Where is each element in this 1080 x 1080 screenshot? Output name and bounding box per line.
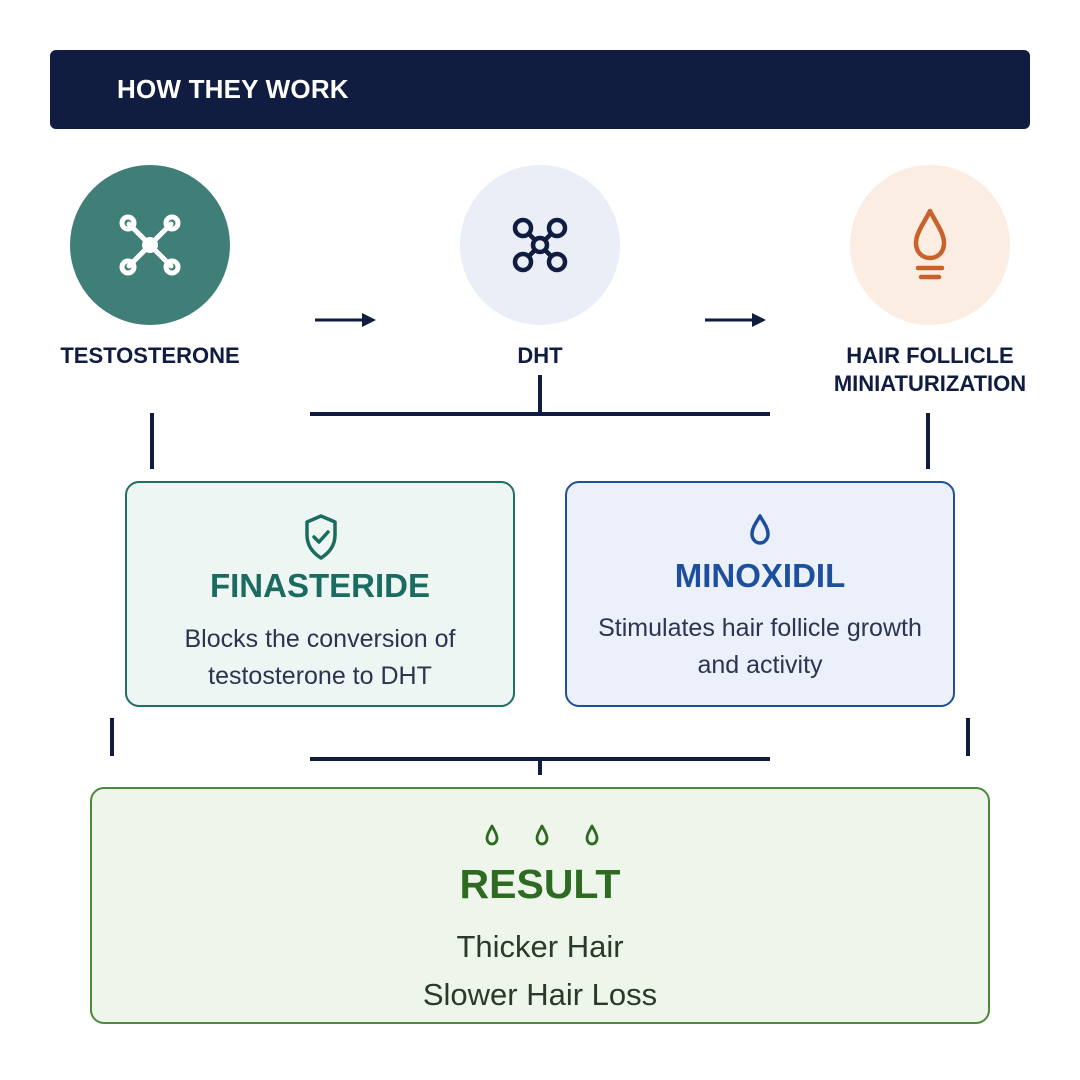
finasteride-card: FINASTERIDE Blocks the conversion of tes… <box>125 481 515 707</box>
connector-line <box>966 718 970 756</box>
three-drops-icon <box>485 824 599 846</box>
description-line: Stimulates hair follicle growth <box>598 614 922 642</box>
connector-line <box>110 718 114 756</box>
arrow-right-icon <box>705 313 766 327</box>
follicle-node <box>850 165 1010 325</box>
connector-line <box>538 375 542 415</box>
molecule-icon <box>119 214 181 276</box>
connector-line <box>926 413 930 469</box>
result-card: RESULT Thicker Hair Slower Hair Loss <box>90 787 990 1024</box>
connector-line <box>310 412 770 416</box>
follicle-drop-icon <box>913 208 947 280</box>
testosterone-label: TESTOSTERONE <box>60 343 240 368</box>
drop-icon <box>750 514 770 545</box>
description-line: Blocks the conversion of <box>184 625 456 653</box>
follicle-label-line: HAIR FOLLICLE <box>846 343 1014 368</box>
follicle-label-line: MINIATURIZATION <box>833 371 1027 396</box>
shield-check-icon <box>305 514 337 560</box>
molecule-cluster-icon <box>512 217 568 273</box>
connector-line <box>150 413 154 469</box>
finasteride-title: FINASTERIDE <box>209 567 430 604</box>
description-line: and activity <box>697 651 823 679</box>
connector-line <box>538 759 542 775</box>
finasteride-description: Blocks the conversion of testosterone to… <box>137 621 503 695</box>
page-title: HOW THEY WORK <box>117 74 349 104</box>
follicle-label: HAIR FOLLICLE MINIATURIZATION <box>800 342 1060 398</box>
arrow-right-icon <box>315 313 376 327</box>
description-line: testosterone to DHT <box>208 662 432 690</box>
dht-label: DHT <box>517 343 563 368</box>
header-bar: HOW THEY WORK <box>50 50 1030 129</box>
minoxidil-title: MINOXIDIL <box>674 557 846 594</box>
minoxidil-description: Stimulates hair follicle growth and acti… <box>577 610 943 684</box>
minoxidil-card: MINOXIDIL Stimulates hair follicle growt… <box>565 481 955 707</box>
result-line: Slower Hair Loss <box>422 977 658 1012</box>
result-title: RESULT <box>459 861 621 907</box>
result-line: Thicker Hair <box>456 929 624 964</box>
testosterone-node <box>70 165 230 325</box>
dht-node <box>460 165 620 325</box>
